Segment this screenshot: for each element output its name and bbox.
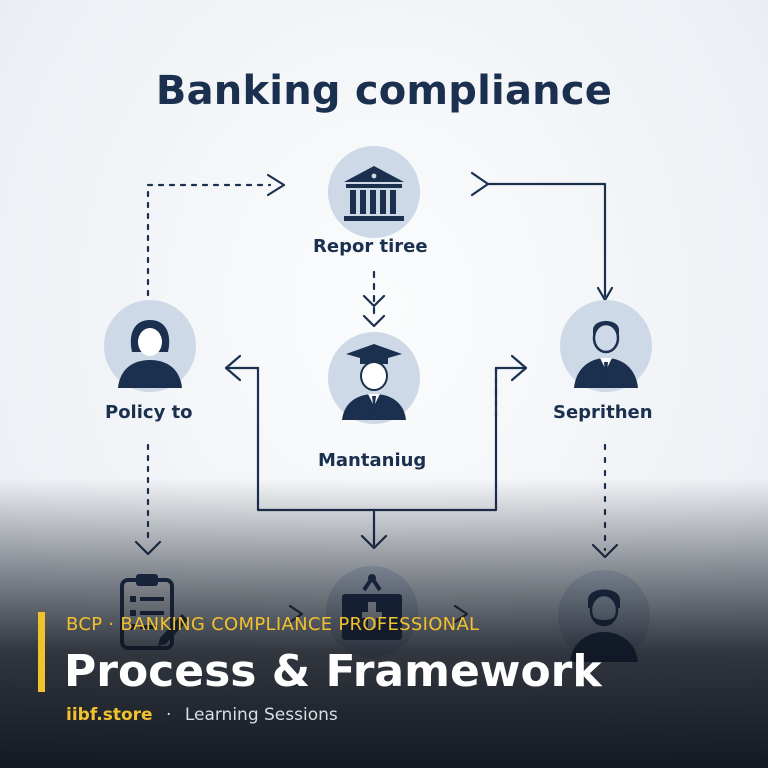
connector-report-to-seperthen <box>486 182 607 298</box>
banner-footer: iibf.store · Learning Sessions <box>66 705 338 725</box>
node-monitoring <box>328 332 420 424</box>
banner-overlay <box>0 478 768 768</box>
officer-avatar-icon <box>342 344 406 420</box>
node-monitoring-label: Mantaniug <box>318 450 427 471</box>
arrowhead-monitoring-top-1 <box>362 294 386 308</box>
connector-policy-to-report <box>146 183 272 297</box>
banner-kicker: BCP · BANKING COMPLIANCE PROFESSIONAL <box>66 614 480 635</box>
footer-separator: · <box>166 705 172 725</box>
banner-headline: Process & Framework <box>64 646 602 697</box>
node-seperthen-label: Seprithen <box>553 402 653 423</box>
node-policy <box>104 300 196 392</box>
node-report-label: Repor tiree <box>313 236 428 257</box>
arrowhead-report-left <box>266 173 286 197</box>
arrowhead-report-right <box>470 171 490 197</box>
bank-icon <box>344 166 404 221</box>
footer-subtitle: Learning Sessions <box>184 705 338 725</box>
site-link[interactable]: iibf.store <box>66 705 153 725</box>
node-report <box>328 146 420 238</box>
node-seperthen <box>560 300 652 392</box>
arrowhead-monitoring-top-2 <box>362 314 386 328</box>
node-policy-label: Policy to <box>105 402 193 423</box>
woman-avatar-icon <box>118 320 182 388</box>
accent-bar <box>38 612 45 692</box>
diagram-title: Banking compliance <box>155 68 613 114</box>
businessman-avatar-icon <box>574 321 638 388</box>
